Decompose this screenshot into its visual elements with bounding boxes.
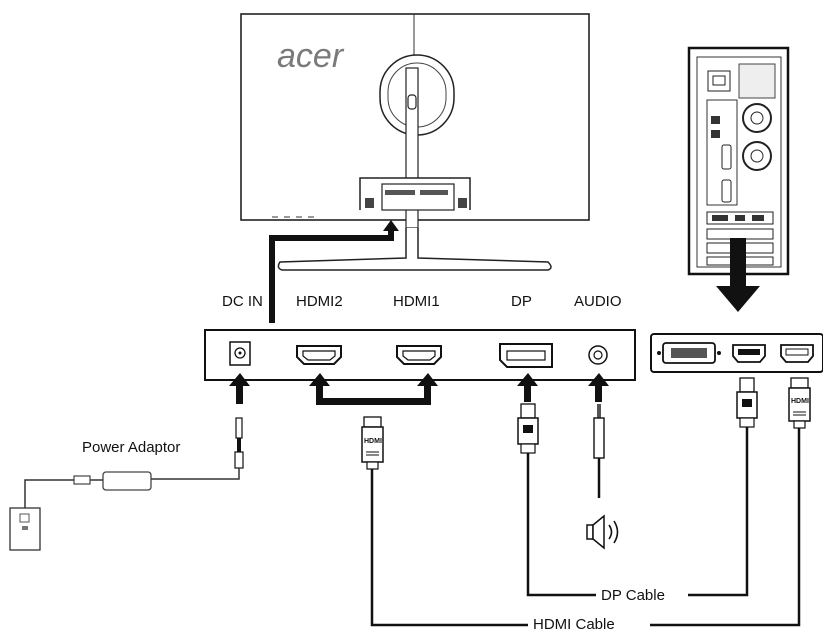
speaker-icon	[586, 514, 619, 550]
power-adaptor: Power Adaptor	[9, 417, 244, 551]
label-power-adaptor: Power Adaptor	[82, 439, 180, 456]
pc-tower	[687, 46, 790, 312]
hdmi-plug-monitor: HDMI	[361, 416, 384, 470]
label-dp-cable: DP Cable	[601, 587, 665, 604]
power-path	[269, 220, 399, 323]
monitor-rear: acer	[240, 13, 590, 271]
brand-logo: acer	[277, 37, 345, 75]
plug-label-hdmi-1: HDMI	[364, 438, 382, 445]
label-hdmi2: HDMI2	[296, 293, 343, 310]
label-hdmi1: HDMI1	[393, 293, 440, 310]
hdmi-plug-pc: HDMI	[788, 377, 811, 429]
monitor-io-panel	[204, 329, 636, 381]
label-dp: DP	[511, 293, 532, 310]
label-hdmi-cable: HDMI Cable	[533, 616, 615, 629]
dp-plug-pc	[736, 377, 758, 428]
port-arrows	[229, 373, 609, 405]
hdmi-cable	[370, 428, 801, 627]
label-audio: AUDIO	[574, 293, 622, 310]
pc-io-panel	[650, 333, 823, 373]
plug-label-hdmi-2: HDMI	[791, 398, 809, 405]
port-labels: DC IN HDMI2 HDMI1 DP AUDIO	[222, 293, 622, 310]
audio-plug	[593, 404, 605, 498]
label-dc-in: DC IN	[222, 293, 263, 310]
dp-cable	[526, 427, 749, 597]
dp-plug-monitor	[517, 403, 539, 454]
